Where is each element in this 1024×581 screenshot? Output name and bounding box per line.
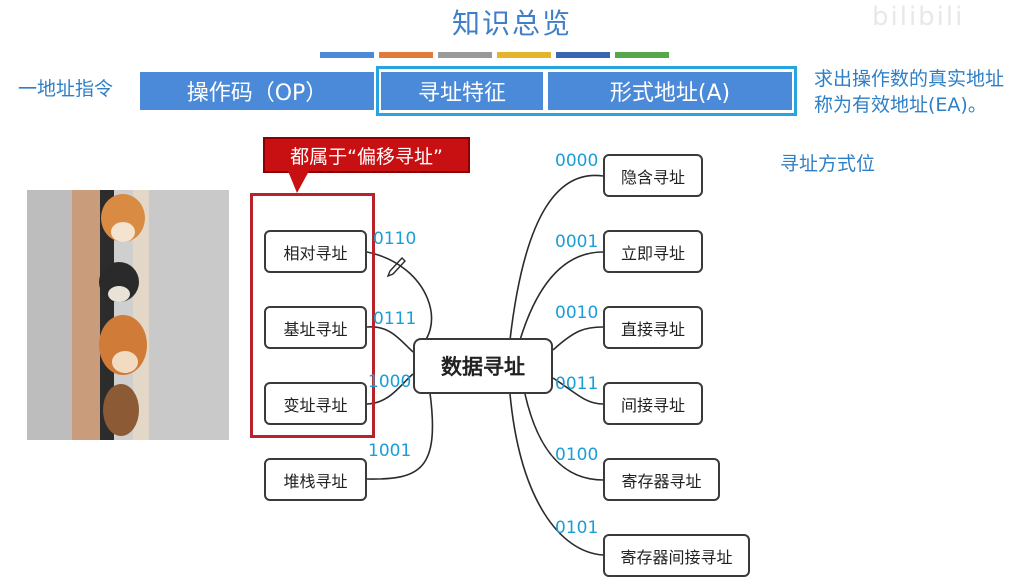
node-register-indirect-addressing: 寄存器间接寻址 xyxy=(603,534,750,577)
code-stack: 1001 xyxy=(368,441,412,461)
color-bar-segment xyxy=(438,52,492,58)
node-indirect-addressing: 间接寻址 xyxy=(603,382,703,425)
code-register: 0100 xyxy=(555,445,599,465)
instruction-label: 一地址指令 xyxy=(18,78,114,100)
node-base-addressing: 基址寻址 xyxy=(264,306,367,349)
node-index-addressing: 变址寻址 xyxy=(264,382,367,425)
node-immediate-addressing: 立即寻址 xyxy=(603,230,703,273)
code-immediate: 0001 xyxy=(555,232,599,252)
addressing-highlight-outline xyxy=(376,66,797,116)
addressing-bits-label: 寻址方式位 xyxy=(780,153,876,175)
node-stack-addressing: 堆栈寻址 xyxy=(264,458,367,501)
watermark: bilibili xyxy=(872,2,965,32)
color-bar-segment xyxy=(615,52,669,58)
node-data-addressing: 数据寻址 xyxy=(413,338,553,394)
node-register-addressing: 寄存器寻址 xyxy=(603,458,720,501)
code-direct: 0010 xyxy=(555,303,599,323)
pen-cursor-icon xyxy=(386,256,406,278)
code-implied: 0000 xyxy=(555,151,599,171)
color-bar-segment xyxy=(497,52,551,58)
page-title: 知识总览 xyxy=(451,7,572,40)
field-addressing-feature: 寻址特征 xyxy=(381,72,543,110)
color-bar-segment xyxy=(379,52,433,58)
field-opcode: 操作码（OP） xyxy=(140,72,374,110)
note-line-2: 称为有效地址(EA)。 xyxy=(814,94,987,116)
code-base: 0111 xyxy=(373,309,417,329)
node-relative-addressing: 相对寻址 xyxy=(264,230,367,273)
field-formal-address: 形式地址(A) xyxy=(548,72,792,110)
color-bar-segment xyxy=(320,52,374,58)
callout-tail xyxy=(288,171,309,193)
code-relative: 0110 xyxy=(373,229,417,249)
color-bar-segment xyxy=(556,52,610,58)
node-implied-addressing: 隐含寻址 xyxy=(603,154,703,197)
node-direct-addressing: 直接寻址 xyxy=(603,306,703,349)
effective-address-note: 求出操作数的真实地址 称为有效地址(EA)。 xyxy=(814,66,1004,118)
offset-group-box xyxy=(250,193,375,438)
note-line-1: 求出操作数的真实地址 xyxy=(814,68,1005,90)
dog-photo xyxy=(27,190,229,440)
code-register-indirect: 0101 xyxy=(555,518,599,538)
code-index: 1000 xyxy=(368,372,412,392)
code-indirect: 0011 xyxy=(555,374,599,394)
offset-addressing-callout: 都属于“偏移寻址” xyxy=(263,137,470,173)
